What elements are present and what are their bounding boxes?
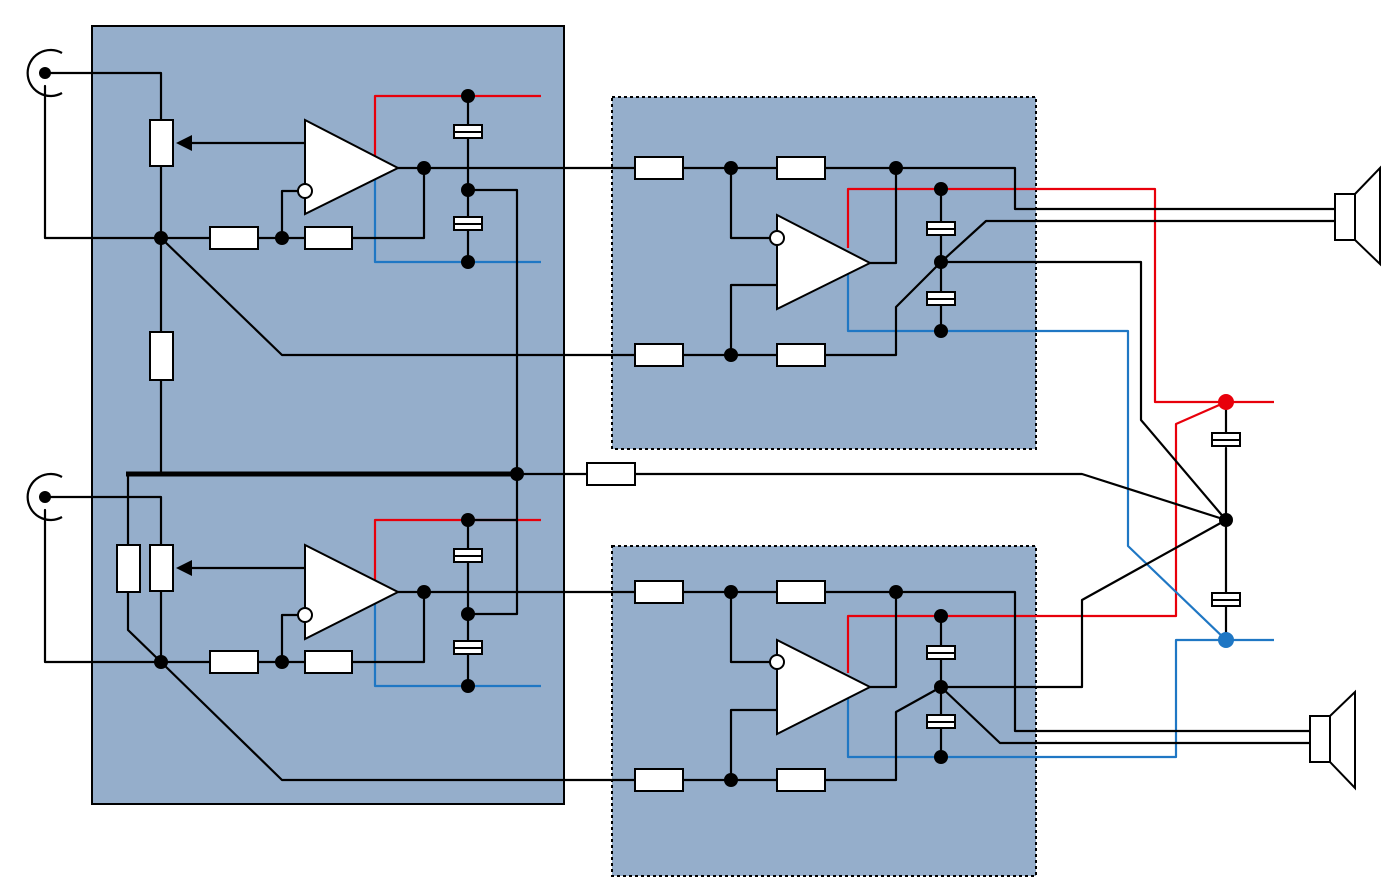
- capacitor-icon: [453, 124, 483, 139]
- resistor-icon: [149, 331, 174, 381]
- op-amp-icon: [297, 118, 401, 216]
- op-amp-icon: [769, 213, 873, 311]
- resistor-icon: [209, 226, 259, 250]
- speaker-icon: [1309, 689, 1356, 791]
- resistor-icon: [634, 768, 684, 792]
- capacitor-icon: [453, 216, 483, 231]
- capacitor-icon: [926, 291, 956, 306]
- op-amp-icon: [769, 638, 873, 736]
- resistor-icon: [634, 156, 684, 180]
- capacitor-icon: [1211, 432, 1241, 447]
- resistor-icon: [776, 156, 826, 180]
- resistor-icon: [586, 462, 636, 486]
- capacitor-icon: [926, 221, 956, 236]
- speaker-icon: [1334, 165, 1381, 267]
- resistor-icon: [304, 650, 353, 674]
- resistor-icon: [304, 226, 353, 250]
- resistor-icon: [776, 343, 826, 367]
- capacitor-icon: [1211, 592, 1241, 607]
- resistor-icon: [634, 343, 684, 367]
- input-jack-icon[interactable]: [26, 472, 63, 522]
- capacitor-icon: [926, 645, 956, 660]
- capacitor-icon: [453, 548, 483, 563]
- signal-wiring: [43, 71, 1337, 782]
- capacitor-icon: [453, 640, 483, 655]
- junction-dots: [154, 89, 1234, 787]
- resistor-icon: [209, 650, 259, 674]
- op-amp-icon: [297, 543, 401, 641]
- resistor-icon: [776, 768, 826, 792]
- capacitor-icon: [926, 714, 956, 729]
- resistor-icon: [634, 580, 684, 604]
- resistor-icon: [116, 544, 141, 593]
- input-jack-icon[interactable]: [26, 48, 63, 98]
- resistor-icon: [776, 580, 826, 604]
- potentiometer-icon[interactable]: [149, 544, 308, 592]
- potentiometer-icon[interactable]: [149, 119, 308, 167]
